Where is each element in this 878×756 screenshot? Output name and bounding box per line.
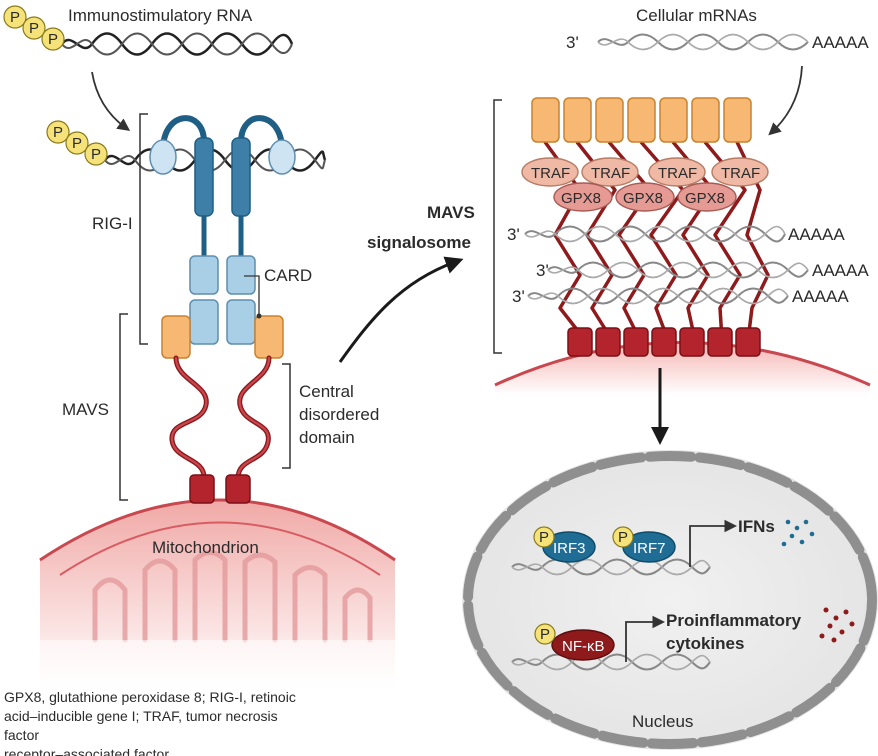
irf3-label: IRF3 xyxy=(553,540,586,557)
traf-label: TRAF xyxy=(591,165,630,182)
phosphate-group-bound: P P P xyxy=(46,120,108,166)
cytokines-label: cytokines xyxy=(666,634,744,653)
traf-label: TRAF xyxy=(531,165,570,182)
nfkb: P NF-κB xyxy=(534,623,615,661)
gpx8-label: GPX8 xyxy=(685,190,725,207)
gpx8-label: GPX8 xyxy=(561,190,601,207)
poly-a-label: AAAAA xyxy=(792,287,849,306)
nfkb-label: NF-κB xyxy=(562,638,605,655)
proinflammatory-label: Proinflammatory xyxy=(666,611,802,630)
disordered-bracket xyxy=(282,363,291,469)
mavs-card-row xyxy=(531,97,752,143)
traf-label: TRAF xyxy=(721,165,760,182)
cytokine-dots xyxy=(819,607,855,643)
figure-caption: GPX8, glutathione peroxidase 8; RIG-I, r… xyxy=(4,688,304,756)
mrna-strands-middle xyxy=(524,225,809,305)
mavs-signalosome-label-2: signalosome xyxy=(367,233,471,252)
mitochondrion xyxy=(39,498,396,690)
card-pointer-dot xyxy=(256,313,262,319)
three-prime-label: 3' xyxy=(512,287,525,306)
caption-line-3: receptor–associated factor. xyxy=(4,746,173,756)
nfkb-dna xyxy=(511,653,711,671)
phosphate-label: P xyxy=(53,124,63,141)
three-prime-label: 3' xyxy=(507,225,520,244)
mavs-tm-row xyxy=(567,327,761,357)
card-label: CARD xyxy=(264,266,312,285)
ifn-dots xyxy=(781,519,815,547)
phosphate-label: P xyxy=(539,529,549,546)
gpx8-proteins: GPX8 GPX8 GPX8 xyxy=(553,182,737,212)
poly-a-label: AAAAA xyxy=(812,33,869,52)
caption-line-2: acid–inducible gene I; TRAF, tumor necro… xyxy=(4,708,278,743)
gpx8-label: GPX8 xyxy=(623,190,663,207)
mavs-signalosome-label-1: MAVS xyxy=(427,203,475,222)
rig-i-dimer xyxy=(149,115,296,345)
phosphate-label: P xyxy=(10,9,20,26)
three-prime-label: 3' xyxy=(536,261,549,280)
mavs-bracket xyxy=(119,313,128,501)
nucleus xyxy=(462,450,878,750)
cytokine-transcription-arrow xyxy=(625,615,666,662)
cellular-mrna-top xyxy=(597,33,809,51)
phosphate-label: P xyxy=(91,146,101,163)
phosphate-label: P xyxy=(540,626,550,643)
disordered-label: disordered xyxy=(299,405,379,424)
traf-proteins: TRAF TRAF TRAF TRAF xyxy=(521,157,769,187)
ifn-transcription-arrow xyxy=(689,519,738,567)
ifns-label: IFNs xyxy=(738,517,775,536)
rig-i-label: RIG-I xyxy=(92,214,133,233)
three-prime-label: 3' xyxy=(566,33,579,52)
nucleus-label: Nucleus xyxy=(632,712,693,731)
caption-line-1: GPX8, glutathione peroxidase 8; RIG-I, r… xyxy=(4,689,296,705)
phosphate-label: P xyxy=(48,31,58,48)
phosphate-label: P xyxy=(72,135,82,152)
mavs-monomers xyxy=(161,315,284,504)
irf3: P IRF3 xyxy=(533,526,596,563)
irf7-label: IRF7 xyxy=(633,540,666,557)
traf-label: TRAF xyxy=(658,165,697,182)
poly-a-label: AAAAA xyxy=(788,225,845,244)
phosphate-group-top: P P P xyxy=(3,5,65,51)
central-label: Central xyxy=(299,382,354,401)
poly-a-label: AAAAA xyxy=(812,261,869,280)
signalosome-arrow xyxy=(338,256,464,363)
binding-arrow xyxy=(91,71,131,131)
immunostimulatory-rna-label: Immunostimulatory RNA xyxy=(68,6,253,25)
mavs-label: MAVS xyxy=(62,400,109,419)
mrna-arrow xyxy=(768,65,803,136)
irf7: P IRF7 xyxy=(612,526,676,563)
mitochondrion-label: Mitochondrion xyxy=(152,538,259,557)
cellular-mrnas-label: Cellular mRNAs xyxy=(636,6,757,25)
phosphate-label: P xyxy=(29,20,39,37)
signalosome-bracket xyxy=(493,99,502,354)
phosphate-label: P xyxy=(618,529,628,546)
rig-i-bracket xyxy=(139,113,148,345)
card-pointer xyxy=(244,275,260,314)
domain-label: domain xyxy=(299,428,355,447)
immunostimulatory-rna-strand xyxy=(60,32,294,56)
